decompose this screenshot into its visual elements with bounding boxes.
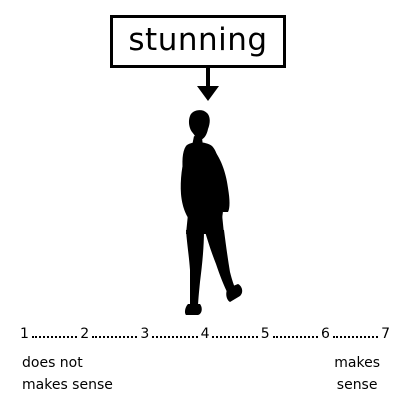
stimulus-word: stunning — [128, 22, 268, 58]
scale-dots — [212, 336, 258, 338]
rating-scale: 1 2 3 4 5 6 7 — [20, 324, 390, 344]
scale-anchor-high-line2: sense — [336, 377, 378, 393]
scale-anchor-low-line1: does not — [22, 355, 83, 371]
scale-point-5[interactable]: 5 — [260, 326, 270, 342]
scale-dots — [92, 336, 138, 338]
down-arrow-icon — [197, 68, 219, 101]
scale-point-3[interactable]: 3 — [140, 326, 150, 342]
stimulus-word-box: stunning — [110, 15, 286, 68]
scale-anchor-high: makes sense — [334, 352, 380, 396]
scale-anchor-low-line2: makes sense — [22, 377, 113, 393]
scale-anchor-low: does not makes sense — [22, 352, 113, 396]
scale-point-6[interactable]: 6 — [320, 326, 330, 342]
scale-point-2[interactable]: 2 — [80, 326, 90, 342]
scale-point-4[interactable]: 4 — [200, 326, 210, 342]
scale-dots — [272, 336, 318, 338]
scale-dots — [31, 336, 78, 338]
scale-dots — [332, 336, 379, 338]
scale-point-7[interactable]: 7 — [381, 326, 391, 342]
walking-man-silhouette — [180, 110, 243, 315]
scale-anchor-high-line1: makes — [334, 355, 380, 371]
scale-point-1[interactable]: 1 — [20, 326, 29, 342]
scale-dots — [152, 336, 198, 338]
